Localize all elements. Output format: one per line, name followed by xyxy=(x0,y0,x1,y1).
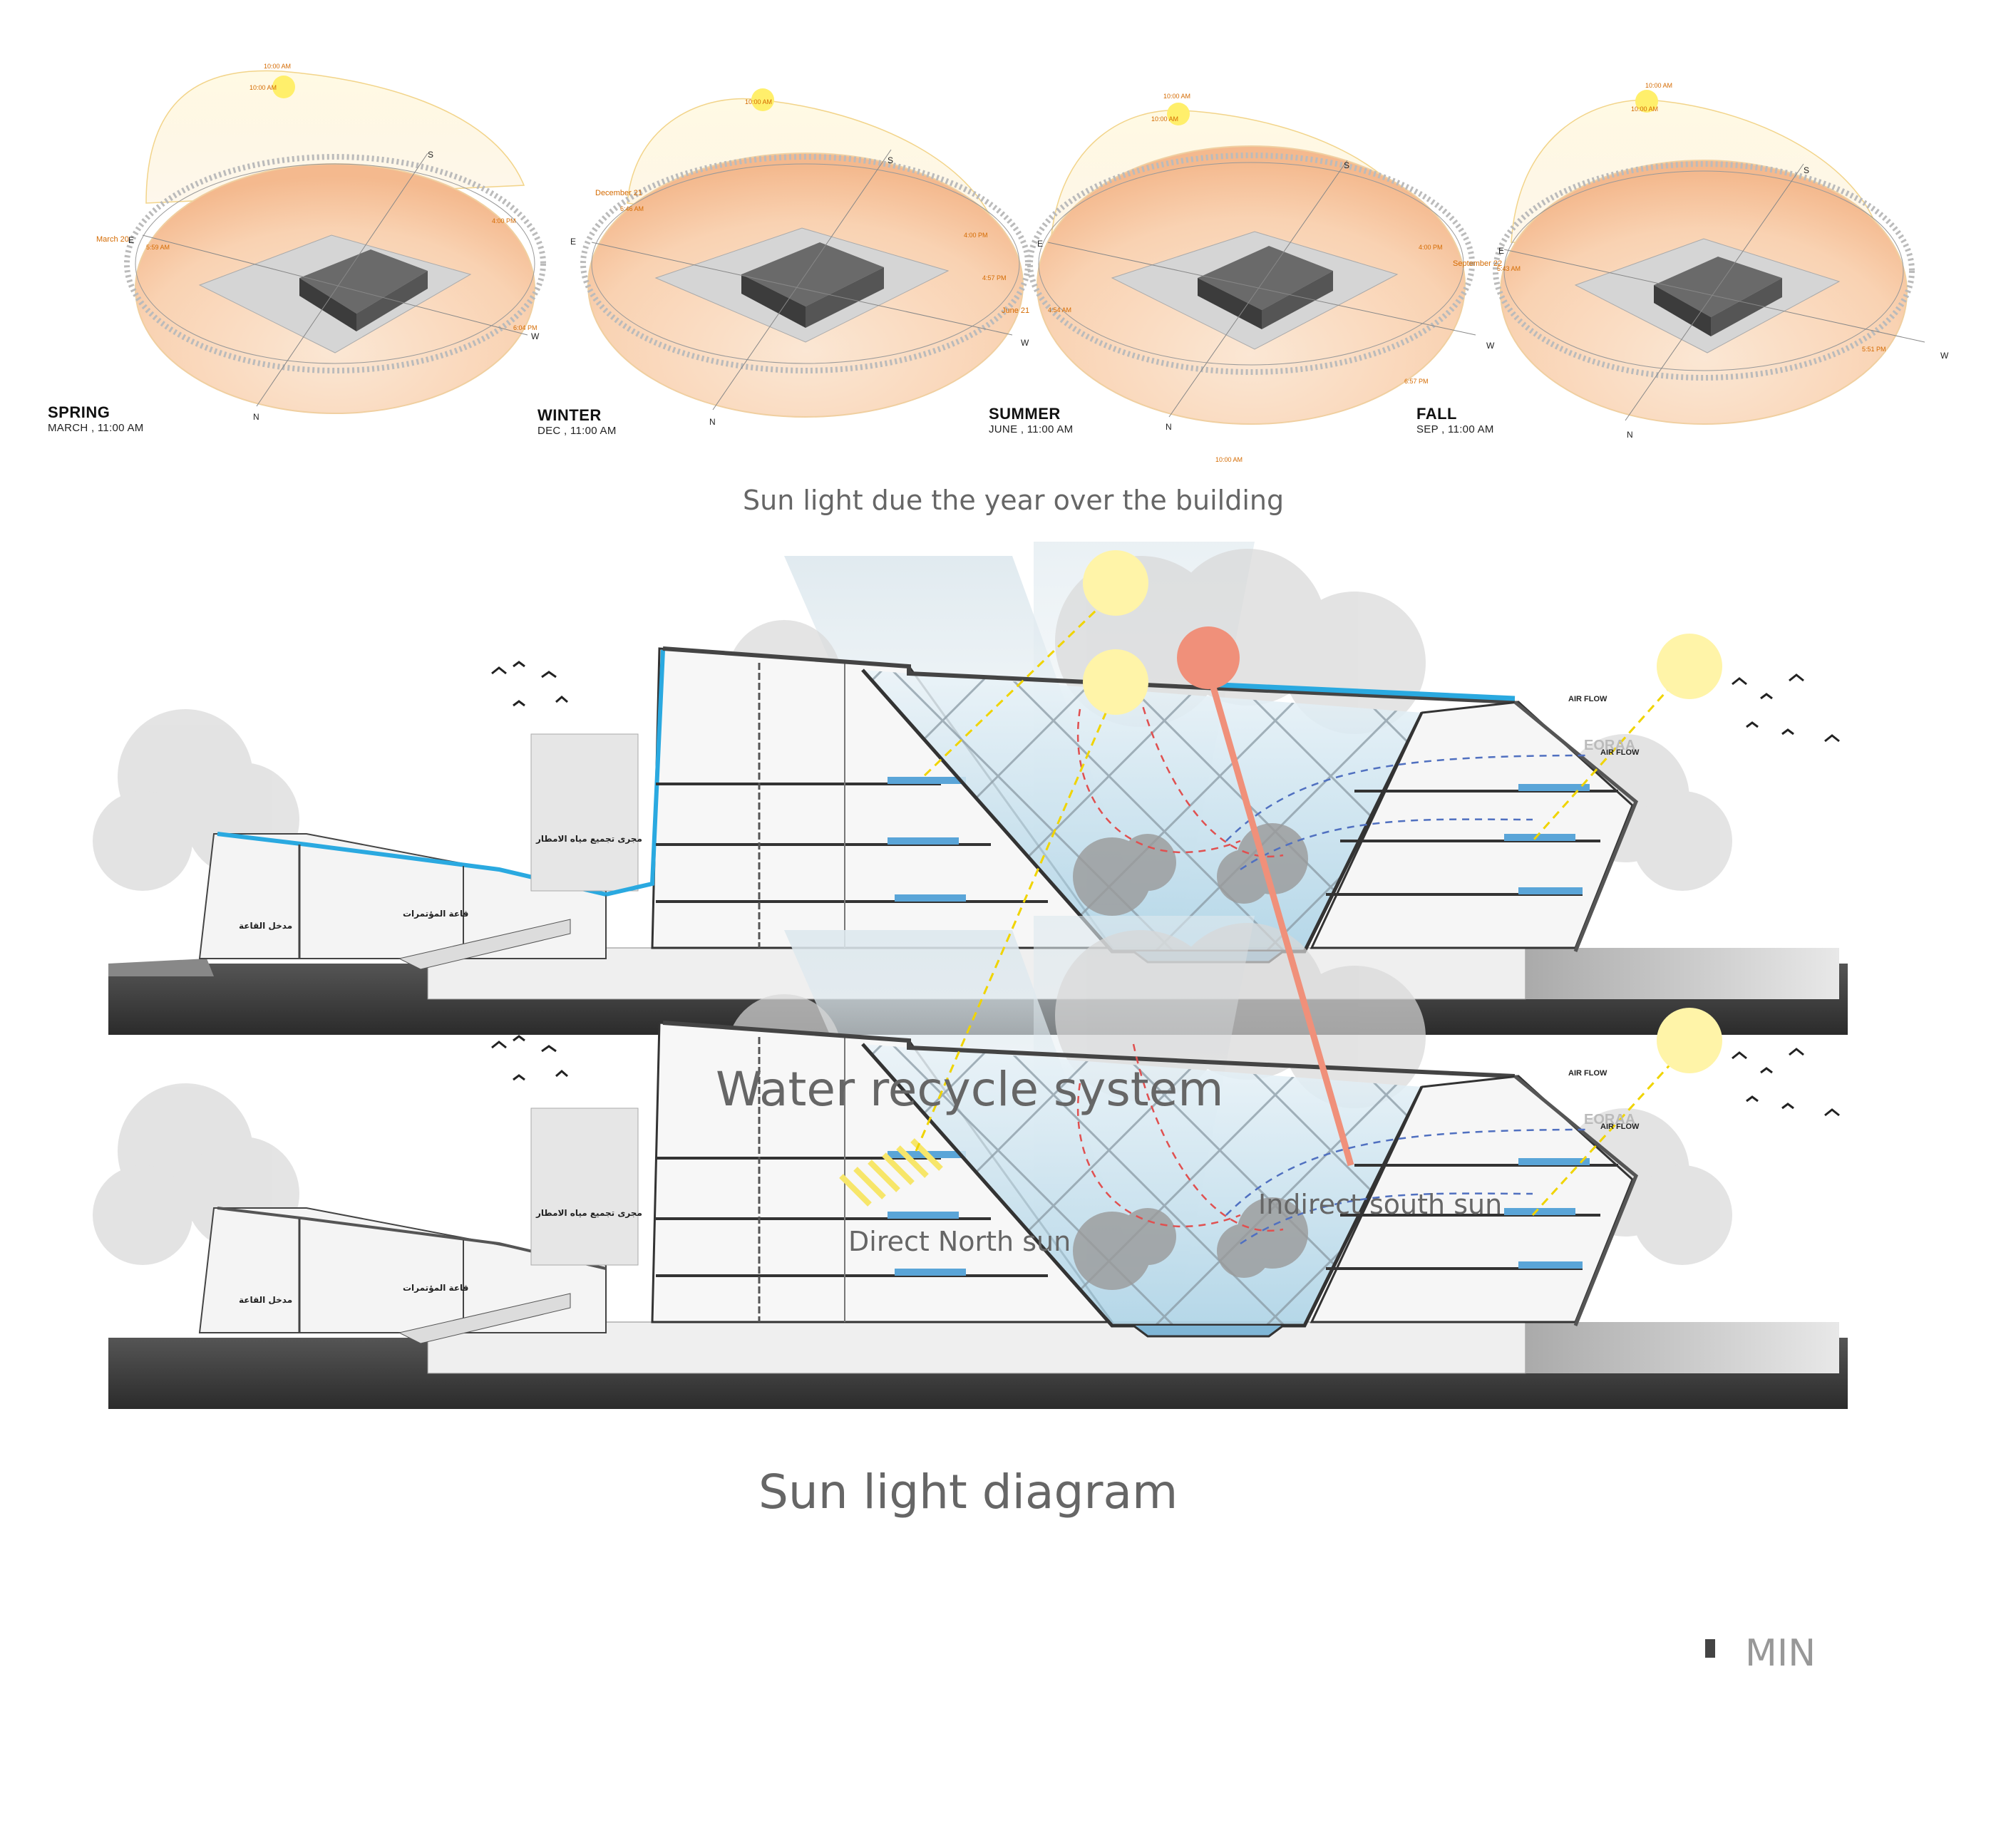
hall-label: قاعة المؤتمرات xyxy=(403,1283,469,1293)
compass-w: W xyxy=(1940,351,1949,361)
gutter-label: مجرى تجميع مياه الامطار xyxy=(536,1208,642,1218)
compass-s: S xyxy=(1344,160,1350,170)
compass-e: E xyxy=(1037,239,1044,249)
season-name: SUMMER xyxy=(989,405,1061,423)
date-label: September 22 xyxy=(1453,259,1503,268)
entrance-label: مدخل القاعة xyxy=(239,1295,293,1305)
dome-winter xyxy=(580,88,1031,418)
entrance-label: مدخل القاعة xyxy=(239,921,293,931)
time-label: 10:00 AM xyxy=(745,98,773,105)
water-section-drawing xyxy=(93,542,1848,1035)
season-name: FALL xyxy=(1416,405,1457,423)
season-name: SPRING xyxy=(48,403,110,421)
sun-study-title: Sun light due the year over the building xyxy=(743,485,1285,516)
compass-n: N xyxy=(1166,422,1172,432)
south-sun-icon xyxy=(1177,626,1240,689)
time-label: 4:54 AM xyxy=(1048,306,1072,314)
compass-w: W xyxy=(1021,338,1029,348)
time-label: 5:59 AM xyxy=(146,244,170,251)
time-label: 10:00 AM xyxy=(1163,93,1191,100)
compass-n: N xyxy=(253,412,259,422)
time-label: 5:43 AM xyxy=(1497,265,1521,272)
dome-spring xyxy=(124,70,546,414)
date-label: December 21 xyxy=(595,189,643,197)
north-sun-icon xyxy=(1083,649,1148,715)
season-sub: JUNE , 11:00 AM xyxy=(989,423,1074,435)
compass-n: N xyxy=(1627,430,1633,440)
season-name: WINTER xyxy=(537,406,602,424)
compass-e: E xyxy=(570,237,577,247)
time-label: 10:00 AM xyxy=(250,84,277,91)
sun-icon xyxy=(1657,1008,1722,1073)
time-label: 4:00 PM xyxy=(492,217,516,224)
season-sub: MARCH , 11:00 AM xyxy=(48,422,144,434)
compass-e: E xyxy=(1498,246,1505,256)
hall-label: قاعة المؤتمرات xyxy=(403,909,469,919)
watermark: MIN xyxy=(1745,1632,1816,1675)
indirect-sun-label: Indirect south sun xyxy=(1258,1189,1503,1220)
season-sub: DEC , 11:00 AM xyxy=(537,425,617,437)
compass-n: N xyxy=(709,417,716,427)
gutter-label: مجرى تجميع مياه الامطار xyxy=(536,834,642,844)
air-flow-label: AIR FLOW xyxy=(1568,695,1607,703)
compass-e: E xyxy=(128,235,135,245)
sun-icon xyxy=(1657,634,1722,699)
time-label: 10:00 AM xyxy=(1215,456,1243,463)
sun-section-title: Sun light diagram xyxy=(758,1465,1178,1519)
dome-summer xyxy=(1027,103,1476,425)
time-label: 4:00 PM xyxy=(1419,244,1443,251)
time-label: 10:00 AM xyxy=(264,63,292,70)
date-label: March 20 xyxy=(96,235,129,244)
compass-s: S xyxy=(888,155,894,165)
dome-fall xyxy=(1493,90,1925,425)
compass-w: W xyxy=(1486,341,1495,351)
season-sub: SEP , 11:00 AM xyxy=(1416,423,1494,435)
facade-sign: EORAA xyxy=(1584,1112,1636,1127)
air-flow-label: AIR FLOW xyxy=(1600,1122,1640,1131)
time-label: 5:51 PM xyxy=(1862,346,1886,353)
sun-path-diagrams xyxy=(124,70,1925,425)
time-label: 10:00 AM xyxy=(1631,105,1659,113)
compass-w: W xyxy=(531,331,540,341)
air-flow-label: AIR FLOW xyxy=(1568,1069,1607,1078)
time-label: 6:57 PM xyxy=(1404,378,1429,385)
direct-sun-label: Direct North sun xyxy=(848,1226,1071,1257)
time-label: 10:00 AM xyxy=(1645,82,1673,89)
time-label: 4:57 PM xyxy=(982,274,1007,282)
time-label: 6:46 AM xyxy=(620,205,644,212)
sun-icon xyxy=(1083,550,1148,616)
facade-sign: EORAA xyxy=(1584,738,1636,753)
time-label: 4:00 PM xyxy=(964,232,988,239)
date-label: June 21 xyxy=(1002,306,1030,315)
time-label: 10:00 AM xyxy=(1151,115,1179,123)
air-flow-label: AIR FLOW xyxy=(1600,748,1640,757)
time-label: 6:04 PM xyxy=(513,324,537,331)
compass-s: S xyxy=(1804,165,1810,175)
water-section-title: Water recycle system xyxy=(716,1062,1224,1117)
compass-s: S xyxy=(428,150,434,160)
